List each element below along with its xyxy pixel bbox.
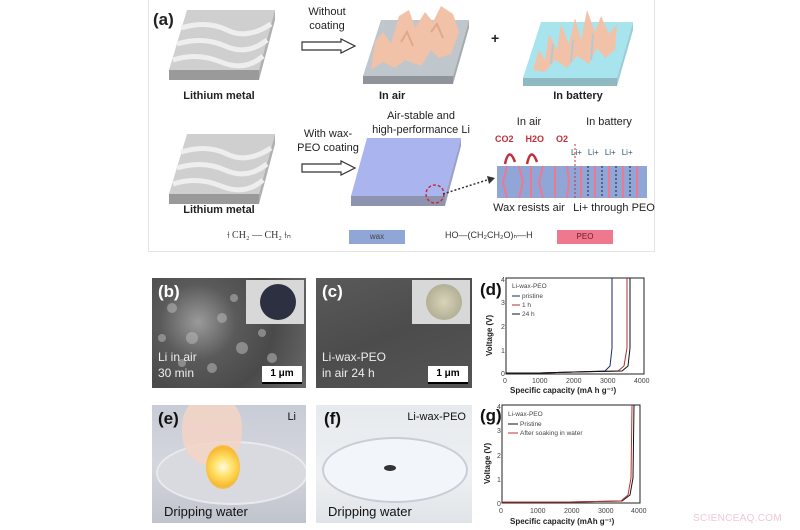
inset-photo-dark-disc [246,280,304,324]
svg-text:4000: 4000 [634,378,650,385]
row1-result2-label: In battery [553,90,603,102]
row2-arrow-text-2: PEO coating [297,142,359,154]
panel-f-tag: Li-wax-PEO [407,411,466,423]
panel-b-caption-2: 30 min [158,366,195,380]
gas-o2: O2 [556,134,569,144]
coating-cross-section-diagram [497,144,647,200]
svg-text:Li-wax-PEO: Li-wax-PEO [508,411,543,418]
zoom-left-title: In air [516,116,542,128]
panel-b-caption-1: Li in air [158,350,197,364]
row2-arrow-text-1: With wax- [303,128,353,140]
inset-photo-light-disc [412,280,470,324]
svg-text:1000: 1000 [530,508,546,515]
svg-text:Li-wax-PEO: Li-wax-PEO [512,283,547,290]
panel-f-label: (f) [324,409,341,428]
svg-text:0: 0 [499,508,503,515]
zoom-left-caption: Wax resists air [493,202,565,214]
panel-d-label: (d) [480,280,502,299]
panel-g-label: (g) [480,406,502,425]
panel-f-caption: Dripping water [328,504,412,519]
lithium-metal-slab-icon-2 [169,134,275,204]
svg-text:Voltage (V): Voltage (V) [483,442,492,484]
svg-text:Specific capacity (mAh g⁻¹): Specific capacity (mAh g⁻¹) [510,517,615,526]
svg-text:2000: 2000 [564,508,580,515]
scale-bar: 1 μm [262,366,302,384]
panel-c-sem-image: (c) Li-wax-PEO in air 24 h 1 μm [316,278,472,388]
svg-text:Pristine: Pristine [520,421,542,428]
panel-f-photo: (f) Li-wax-PEO Dripping water [316,405,472,523]
peo-legend-swatch: PEO [557,230,613,244]
gas-co2: CO2 [495,134,514,144]
svg-text:3000: 3000 [600,378,616,385]
panel-e-photo: (e) Li Dripping water [152,405,306,523]
peo-formula: HO—(CH₂CH₂O)ₙ—H [445,230,533,240]
zoom-right-caption: Li+ through PEO [573,202,655,214]
row2-start-label: Lithium metal [183,204,255,216]
svg-text:0: 0 [497,501,501,508]
zoom-right-title: In battery [586,116,632,128]
panel-b-label: (b) [158,282,180,301]
panel-d-chart: (d) Voltage (V) 0 1 2 3 4 0 1000 2000 3000 4000 … [480,276,660,398]
svg-text:After soaking in water: After soaking in water [520,430,583,437]
svg-text:Specific capacity (mA h g⁻¹): Specific capacity (mA h g⁻¹) [510,386,617,395]
svg-text:4: 4 [497,404,501,411]
panel-e-caption: Dripping water [164,504,248,519]
svg-text:1000: 1000 [532,378,548,385]
wax-formula: ⟊ CH₂ — CH₂ ⟊ₙ [227,230,291,241]
row2-caption-1: Air-stable and [387,110,455,122]
right-arrow-icon [301,38,357,54]
sem-grain-texture [158,294,297,383]
svg-text:2: 2 [501,324,505,331]
coated-disc-icon [426,284,462,320]
wax-legend-swatch: wax [349,230,405,244]
ion-labels: Li+ Li+ Li+ Li+ [571,148,633,157]
panel-b-sem-image: (b) Li in air 30 min 1 μm [152,278,306,388]
svg-text:3: 3 [497,428,501,435]
panel-a-label: (a) [153,10,174,29]
panel-c-label: (c) [322,282,343,301]
svg-text:4000: 4000 [631,508,647,515]
scale-bar: 1 μm [428,366,468,384]
zoom-dotted-arrow-icon [442,176,495,195]
panel-e-label: (e) [158,409,179,428]
svg-text:Voltage (V): Voltage (V) [485,314,494,356]
petri-dish-icon [322,437,468,503]
row1-arrow-text-1: Without [308,6,346,18]
flame-icon [206,445,240,489]
svg-text:3: 3 [501,300,505,307]
corroded-lithium-in-air-icon [363,6,469,84]
svg-text:2: 2 [497,453,501,460]
svg-text:1: 1 [497,477,501,484]
row1-arrow-text-2: coating [309,20,345,32]
lithium-disc-icon [260,284,296,320]
svg-text:0: 0 [503,378,507,385]
row1-result1-label: In air [379,90,406,102]
panel-c-caption-2: in air 24 h [322,366,375,380]
svg-text:pristine: pristine [522,293,543,300]
svg-text:0: 0 [501,371,505,378]
svg-text:3000: 3000 [598,508,614,515]
panel-c-caption-1: Li-wax-PEO [322,350,387,364]
svg-text:4: 4 [501,277,505,284]
gas-h2o: H2O [525,134,545,144]
gas-labels: CO2 H2O O2 [495,134,645,144]
row2-caption-2: high-performance Li [372,124,470,136]
svg-text:2000: 2000 [566,378,582,385]
voltage-capacity-plot-g: Voltage (V) 0 1 2 3 4 0 1000 2000 3000 4000 Spec… [483,404,647,526]
coated-lithium-chip-icon [384,465,396,471]
panel-g-chart: (g) Voltage (V) 0 1 2 3 4 0 1000 2000 3000 4000 … [480,400,660,528]
dendrite-lithium-in-battery-icon [523,10,633,86]
lithium-metal-slab-icon [169,10,275,80]
panel-e-tag: Li [287,411,296,423]
watermark: SCIENCEAQ.COM [693,513,782,524]
right-arrow-icon-2 [301,160,357,176]
svg-text:1 h: 1 h [522,302,531,309]
svg-text:24 h: 24 h [522,311,535,318]
plus-sign: + [491,30,500,46]
svg-text:1: 1 [501,348,505,355]
voltage-capacity-plot-d: Voltage (V) 0 1 2 3 4 0 1000 2000 3000 4000 Spec… [485,277,650,395]
panel-a-schematic: (a) Lithium metal Without coating In air… [148,0,655,252]
row1-start-label: Lithium metal [183,90,255,102]
